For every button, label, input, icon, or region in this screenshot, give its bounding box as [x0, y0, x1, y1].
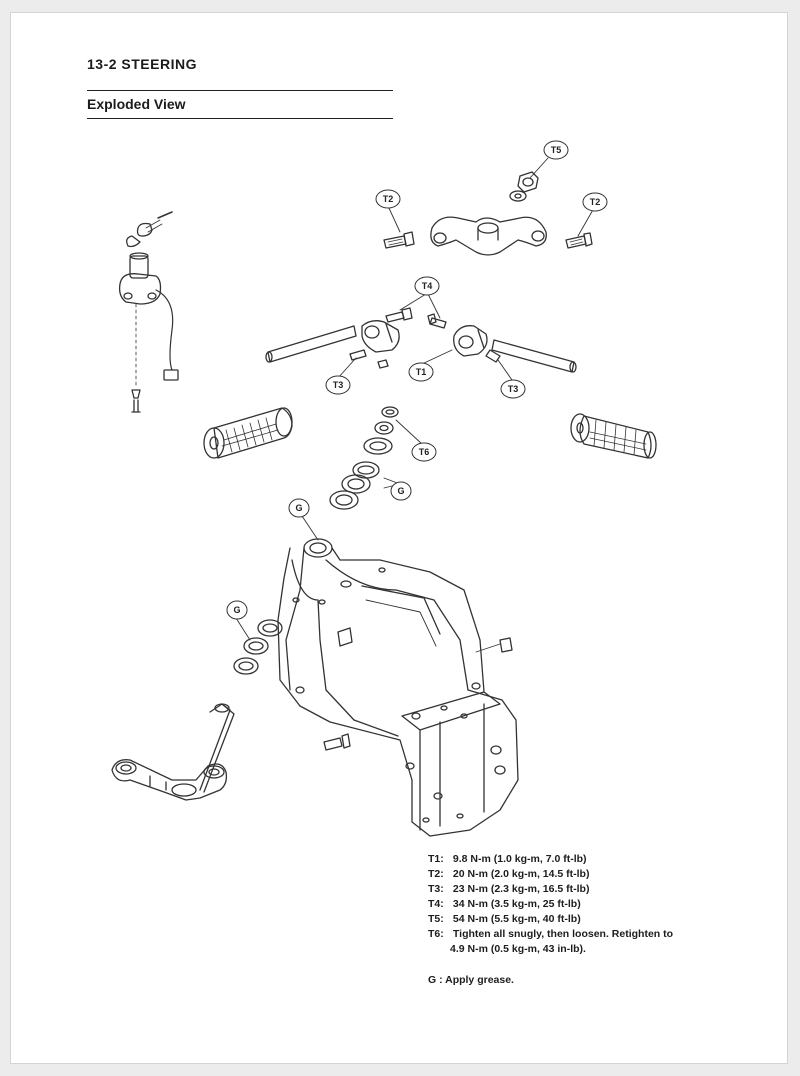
manual-page [10, 12, 788, 1064]
handlebar-left [265, 325, 357, 363]
legend-row-t2: T2: 20 N-m (2.0 kg-m, 14.5 ft-lb) [428, 868, 590, 880]
stem-washers-t6 [363, 406, 399, 455]
svg-text:T3: T3 [333, 380, 344, 390]
top-clamp-bolt-right [565, 232, 593, 249]
svg-text:G: G [295, 503, 302, 513]
legend-row-t3: T3: 23 N-m (2.3 kg-m, 16.5 ft-lb) [428, 883, 590, 895]
grip-left [203, 407, 293, 459]
legend-row-t6-continued: 4.9 N-m (0.5 kg-m, 43 in-lb). [450, 943, 586, 955]
handlebar-right [491, 339, 577, 373]
section-title: 13-2 STEERING [87, 56, 197, 72]
callout-t3-left: T3 [325, 375, 351, 395]
callout-g-head: G [288, 498, 310, 518]
title-rule-bottom [87, 118, 393, 119]
lower-triple-clamp [111, 703, 235, 801]
callout-t5: T5 [543, 140, 569, 160]
svg-text:T4: T4 [422, 281, 433, 291]
svg-text:G: G [233, 605, 240, 615]
upper-bearing-g [329, 461, 380, 510]
lower-bearing-g [233, 619, 283, 675]
handlebar-clamp-right [453, 325, 488, 357]
title-rule-top [87, 90, 393, 91]
svg-text:T1: T1 [416, 367, 427, 377]
grease-note: G : Apply grease. [428, 974, 514, 986]
callout-g-upper: G [390, 481, 412, 501]
svg-text:T6: T6 [419, 447, 430, 457]
callout-t1: T1 [408, 362, 434, 382]
callout-t2-right: T2 [582, 192, 608, 212]
ignition-switch-assembly [118, 211, 179, 413]
handlebar-clamp-left [361, 320, 400, 353]
leader-lines [235, 157, 595, 641]
top-clamp-bolt-left [383, 231, 415, 249]
upper-triple-clamp [430, 216, 547, 256]
svg-text:T3: T3 [508, 384, 519, 394]
frame-bolts [323, 627, 513, 751]
clamp-bolts-t4 [385, 307, 447, 329]
clamp-bolts-small [349, 349, 501, 369]
callout-t4: T4 [414, 276, 440, 296]
torque-legend: T1: 9.8 N-m (1.0 kg-m, 7.0 ft-lb) T2: 20… [428, 852, 673, 988]
legend-row-t6: T6: Tighten all snugly, then loosen. Ret… [428, 928, 674, 940]
sub-title: Exploded View [87, 96, 186, 112]
svg-text:T2: T2 [383, 194, 394, 204]
frame [277, 538, 519, 837]
callout-t6: T6 [411, 442, 437, 462]
callout-t3-right: T3 [500, 379, 526, 399]
stem-nut-and-washer [509, 171, 539, 202]
svg-text:T2: T2 [590, 197, 601, 207]
legend-row-t1: T1: 9.8 N-m (1.0 kg-m, 7.0 ft-lb) [428, 853, 587, 865]
callout-g-lower: G [226, 600, 248, 620]
svg-text:T5: T5 [551, 145, 562, 155]
grip-right [570, 413, 657, 459]
legend-row-t4: T4: 34 N-m (3.5 kg-m, 25 ft-lb) [428, 898, 581, 910]
legend-row-t5: T5: 54 N-m (5.5 kg-m, 40 ft-lb) [428, 913, 581, 925]
svg-text:G: G [397, 486, 404, 496]
callout-t2-left: T2 [375, 189, 401, 209]
